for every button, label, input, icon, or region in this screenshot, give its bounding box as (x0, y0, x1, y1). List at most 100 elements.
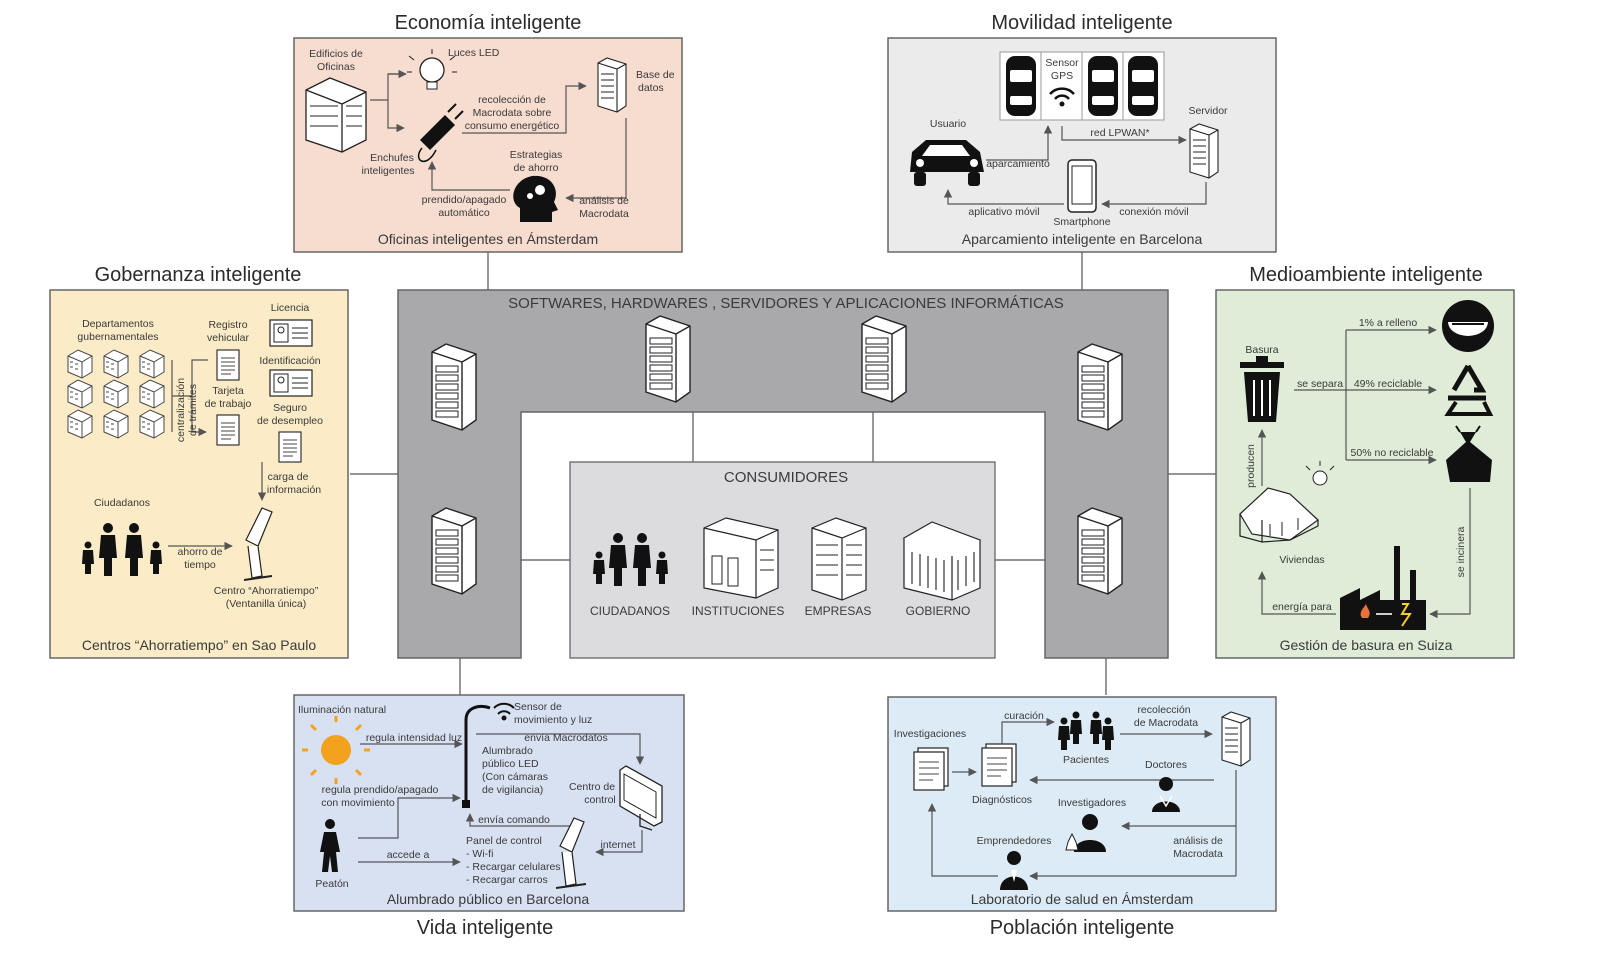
label: Seguro (273, 402, 307, 414)
label: de desempleo (257, 415, 323, 427)
heading-economia: Economía inteligente (395, 12, 582, 34)
label: (Con cámaras (482, 771, 548, 783)
label: accede a (387, 849, 430, 861)
caption-movilidad: Aparcamiento inteligente en Barcelona (962, 231, 1203, 247)
parked-car-icon (1128, 56, 1158, 116)
label: Ciudadanos (94, 497, 150, 509)
entrepreneur-icon (1000, 851, 1028, 890)
label: de Macrodata (1134, 717, 1198, 729)
server-icon (431, 343, 477, 431)
wifi-icon (1049, 87, 1075, 107)
heading-vida: Vida inteligente (417, 917, 553, 939)
garbage-bag-icon (1446, 425, 1492, 482)
server-icon (1077, 343, 1123, 431)
label: de ahorro (514, 162, 559, 174)
car-icon (910, 140, 984, 186)
government-icon (902, 521, 982, 601)
label: Base de (636, 69, 675, 81)
label: 49% reciclable (1354, 378, 1422, 390)
diagnosis-documents-icon (981, 743, 1017, 787)
label: Identificación (259, 355, 320, 367)
smartphone-icon (1067, 159, 1097, 213)
label: Luces LED (448, 47, 500, 59)
frame-title: SOFTWARES, HARDWARES , SERVIDORES Y APLI… (508, 295, 1064, 312)
control-panel-kiosk-icon (555, 817, 587, 889)
label: con movimiento (321, 797, 395, 809)
label: Alumbrado (482, 745, 533, 757)
label: Sensor (1045, 57, 1079, 69)
label: Basura (1245, 344, 1278, 356)
caption-economia: Oficinas inteligentes en Ámsterdam (378, 231, 598, 247)
label: control (584, 794, 616, 806)
label: de vigilancia) (482, 784, 543, 796)
label: datos (638, 82, 664, 94)
label: vehicular (207, 332, 250, 344)
label: Usuario (930, 118, 966, 130)
panel-economia: Economía inteligente Edificios de Oficin… (293, 12, 683, 253)
label: Centro “Ahorratiempo” (214, 585, 319, 597)
server-icon (431, 507, 477, 595)
consumer-label-gobierno: GOBIERNO (906, 604, 971, 618)
label: regula intensidad luz (366, 732, 462, 744)
sun-icon (302, 716, 370, 784)
label: análisis de (579, 195, 629, 207)
label: Smartphone (1053, 216, 1110, 228)
label: recolección de (478, 94, 546, 106)
incinerator-factory-icon (1340, 546, 1426, 630)
label: aplicativo móvil (968, 206, 1039, 218)
label: energía para (1272, 601, 1332, 613)
label: Tarjeta (212, 385, 244, 397)
label: gubernamentales (77, 331, 158, 343)
trash-bin-icon (1240, 356, 1284, 422)
label: Enchufes (370, 152, 414, 164)
research-documents-icon (913, 747, 949, 791)
document-icon (216, 414, 240, 446)
recycle-icon (1444, 364, 1494, 416)
label: Pacientes (1063, 754, 1109, 766)
consumer-label-ciudadanos: CIUDADANOS (590, 604, 670, 618)
label: carga de (268, 471, 309, 483)
label: de trámites (187, 384, 199, 436)
heading-movilidad: Movilidad inteligente (991, 12, 1172, 34)
parked-car-icon (1088, 56, 1118, 116)
id-card-icon (269, 319, 313, 347)
label: envía comando (478, 814, 550, 826)
label: inteligentes (361, 165, 414, 177)
label: se separa (1297, 378, 1343, 390)
pedestrian-icon (320, 819, 340, 872)
label: Edificios de (309, 48, 363, 60)
parking-lot (999, 51, 1165, 121)
label: Macrodata (1173, 848, 1223, 860)
monitor-icon (619, 765, 663, 831)
caption-poblacion: Laboratorio de salud en Ámsterdam (971, 891, 1194, 907)
label: Diagnósticos (972, 794, 1032, 806)
server-icon (645, 315, 691, 403)
government-buildings-icon (67, 349, 165, 439)
institution-icon (703, 517, 779, 599)
caption-medioambiente: Gestión de basura en Suiza (1280, 637, 1453, 653)
document-icon (216, 349, 240, 381)
lightbulb-icon (1305, 461, 1335, 486)
brain-head-icon (513, 175, 558, 222)
consumers-title: CONSUMIDORES (724, 469, 848, 486)
label: información (267, 484, 321, 496)
label: prendido/apagado (422, 194, 507, 206)
connectors (350, 252, 1216, 695)
label: Macrodata (579, 208, 629, 220)
label: curación (1004, 710, 1044, 722)
database-server-icon (597, 57, 627, 113)
label: se incinera (1455, 526, 1467, 577)
label: tiempo (184, 559, 216, 571)
panel-gobernanza: Gobernanza inteligente Departamentos gub… (49, 264, 349, 659)
label: Viviendas (1279, 554, 1324, 566)
label: conexión móvil (1119, 206, 1188, 218)
center-frame: SOFTWARES, HARDWARES , SERVIDORES Y APLI… (397, 289, 1169, 659)
label: - Recargar celulares (466, 861, 561, 873)
kiosk-icon (243, 507, 273, 581)
label: red LPWAN* (1090, 127, 1149, 139)
parked-car-icon (1006, 56, 1036, 116)
label: Panel de control (466, 835, 542, 847)
label: producen (1245, 444, 1257, 488)
label: Peatón (315, 878, 348, 890)
label: regula prendido/apagado (322, 784, 439, 796)
